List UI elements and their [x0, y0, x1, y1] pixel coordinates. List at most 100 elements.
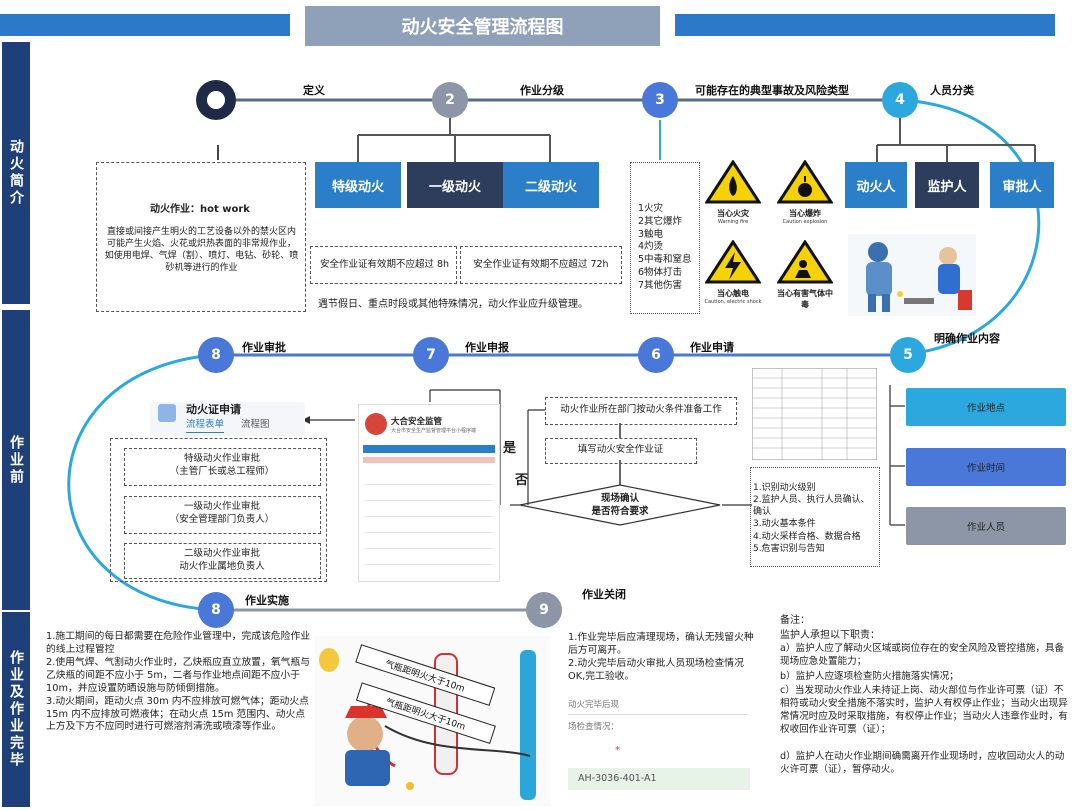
approval-header: 动火证申请: [186, 403, 241, 416]
app-step1-box: [545, 397, 737, 425]
app-screen: 大合安全监管 大合市安全生产监督管理平台小程序端: [358, 404, 500, 582]
app-logo: [365, 413, 387, 435]
node-5-label: 明确作业内容: [934, 332, 1000, 345]
approval-tab-chart[interactable]: 流程图: [241, 419, 270, 430]
explosion-warning-icon: [776, 159, 834, 204]
title-bar-right: [675, 14, 1055, 36]
app-name: 大合安全监管: [391, 417, 443, 427]
section-during: 作业及作业完毕: [2, 612, 30, 807]
checklist-box: [750, 467, 880, 567]
approval-icon: [158, 404, 176, 422]
node-8b: 8: [198, 592, 234, 628]
gas-cylinder-illustration: 气瓶距明火大于10m 气瓶距明火大于10m: [315, 636, 550, 806]
app-step1: 动火作业所在部门按动火条件准备工作: [560, 404, 722, 415]
closing-code: AH-3036-401-A1: [578, 773, 657, 784]
approval-special: 特级动火作业审批 （主管厂长或总工程师）: [169, 453, 275, 477]
fire-warning-sign: 当心火灾 Warning fire: [702, 159, 764, 228]
checklist: 1.识别动火级别 2.监护人员、执行人员确认、确认 3.动火基本条件 4.动火采…: [753, 483, 870, 554]
approval-first: 一级动火作业审批 （安全管理部门负责人）: [169, 501, 275, 525]
role-approver: 审批人: [990, 162, 1054, 208]
closing-code-box: [568, 768, 750, 790]
node-3-label: 可能存在的典型事故及风险类型: [695, 84, 849, 97]
node-2: 2: [432, 82, 468, 118]
accident-item: 2其它爆炸: [638, 215, 683, 227]
definition-heading: 动火作业：hot work: [150, 204, 250, 215]
node-8b-label: 作业实施: [245, 594, 289, 607]
closing-field-line: [568, 714, 748, 715]
electric-warning-sign: 当心触电 Caution, electric shock: [702, 239, 764, 308]
remarks-item-c: c）当发现动火作业人未持证上岗、动火部位与作业许可票（证）不相符或动火安全措施不…: [780, 685, 1068, 735]
definition-label: 定义: [303, 84, 325, 97]
node-4: 4: [882, 82, 918, 118]
app-alert-bar: [363, 457, 495, 463]
work-personnel-box: 作业人员: [906, 507, 1066, 545]
closing-text: 1.作业完毕后应清理现场，确认无残留火种后方可离开。 2.动火完毕后动火审批人员…: [568, 632, 754, 682]
work-time-box: 作业时间: [906, 448, 1066, 486]
grade-second: 二级动火: [503, 162, 599, 208]
grade-first: 一级动火: [407, 162, 503, 208]
app-desc: 大合市安全生产监督管理平台小程序端: [391, 428, 477, 434]
validity-72h: 安全作业证有效期不应超过 72h: [473, 259, 609, 270]
validity-8h: 安全作业证有效期不应超过 8h: [319, 259, 450, 270]
node-6: 6: [638, 337, 674, 373]
node-9-label: 作业关闭: [582, 588, 626, 601]
section-before: 作业前: [2, 310, 30, 610]
validity-8h-box: [310, 246, 457, 284]
gas-warning-icon: [776, 239, 834, 284]
fire-warning-icon: [704, 159, 762, 204]
node-2-label: 作业分级: [520, 84, 564, 97]
title-bar-left: [0, 14, 290, 36]
app-step2-box: [545, 438, 697, 464]
accident-item: 6物体打击: [638, 267, 683, 279]
start-node-inner: [207, 91, 225, 109]
remarks-intro: 监护人承担以下职责：: [780, 630, 880, 641]
implementation-text: 1.施工期间的每日都需要在危险作业管理中，完成该危险作业的线上过程管控 2.使用…: [46, 631, 311, 733]
definition-box: [96, 162, 306, 312]
node-8a-label: 作业审批: [242, 341, 286, 354]
accident-list: 1火灾 2其它爆炸 3触电 4灼烫 5中毒和窒息 6物体打击 7其他伤害: [638, 203, 700, 293]
approval-special-box: [124, 448, 321, 486]
electric-warning-icon: [704, 239, 762, 284]
approval-tab-form[interactable]: 流程表单: [186, 419, 225, 433]
node-7: 7: [413, 337, 449, 373]
closing-field-1: 动火完毕后现: [568, 700, 620, 710]
decision-no: 否: [515, 473, 529, 488]
gas-warning-sign: 当心有害气体中毒: [774, 239, 836, 309]
closing-field-2: 场检查情况：: [568, 722, 620, 732]
role-fire-worker: 动火人: [845, 162, 907, 208]
node-5: 5: [890, 337, 926, 373]
remarks-item-a: a）监护人应了解动火区域或岗位存在的安全风险及管控措施，具备现场应急处置能力；: [780, 643, 1065, 667]
required-star: *: [615, 745, 620, 756]
definition-body: 直接或间接产生明火的工艺设备以外的禁火区内可能产生火焰、火花或炽热表面的非常规作…: [104, 227, 299, 274]
approval-outer-box: [110, 438, 327, 582]
node-4-label: 人员分类: [930, 84, 974, 97]
page-title: 动火安全管理流程图: [305, 6, 660, 46]
section-intro: 动火简介: [2, 42, 30, 304]
approval-second-box: [124, 543, 321, 579]
accident-item: 7其他伤害: [638, 279, 683, 291]
decision-yes: 是: [503, 441, 517, 456]
node-8a: 8: [198, 337, 234, 373]
node-6-label: 作业申请: [690, 341, 734, 354]
app-step2: 填写动火安全作业证: [577, 444, 664, 455]
validity-72h-box: [460, 246, 622, 284]
permit-form-image: [752, 368, 877, 460]
decision-text: 现场确认 是否符合要求: [591, 493, 649, 517]
grade-special: 特级动火: [315, 162, 401, 208]
accident-item: 4灼烫: [638, 241, 664, 253]
explosion-warning-sign: 当心爆炸 Caution explosion: [774, 159, 836, 228]
work-location-box: 作业地点: [906, 388, 1066, 426]
remarks-title: 备注：: [780, 615, 810, 626]
role-guardian: 监护人: [915, 162, 979, 208]
app-form-lines: [365, 469, 493, 575]
node-9: 9: [526, 592, 562, 628]
accident-item: 5中毒和窒息: [638, 254, 692, 266]
approval-second: 二级动火作业审批 动火作业属地负责人: [179, 548, 265, 572]
app-header-bar: [363, 445, 495, 453]
welder-illustration: [848, 234, 976, 316]
node-3: 3: [642, 82, 678, 118]
node-7-label: 作业申报: [465, 341, 509, 354]
accident-item: 3触电: [638, 228, 664, 240]
accident-item: 1火灾: [638, 203, 664, 214]
